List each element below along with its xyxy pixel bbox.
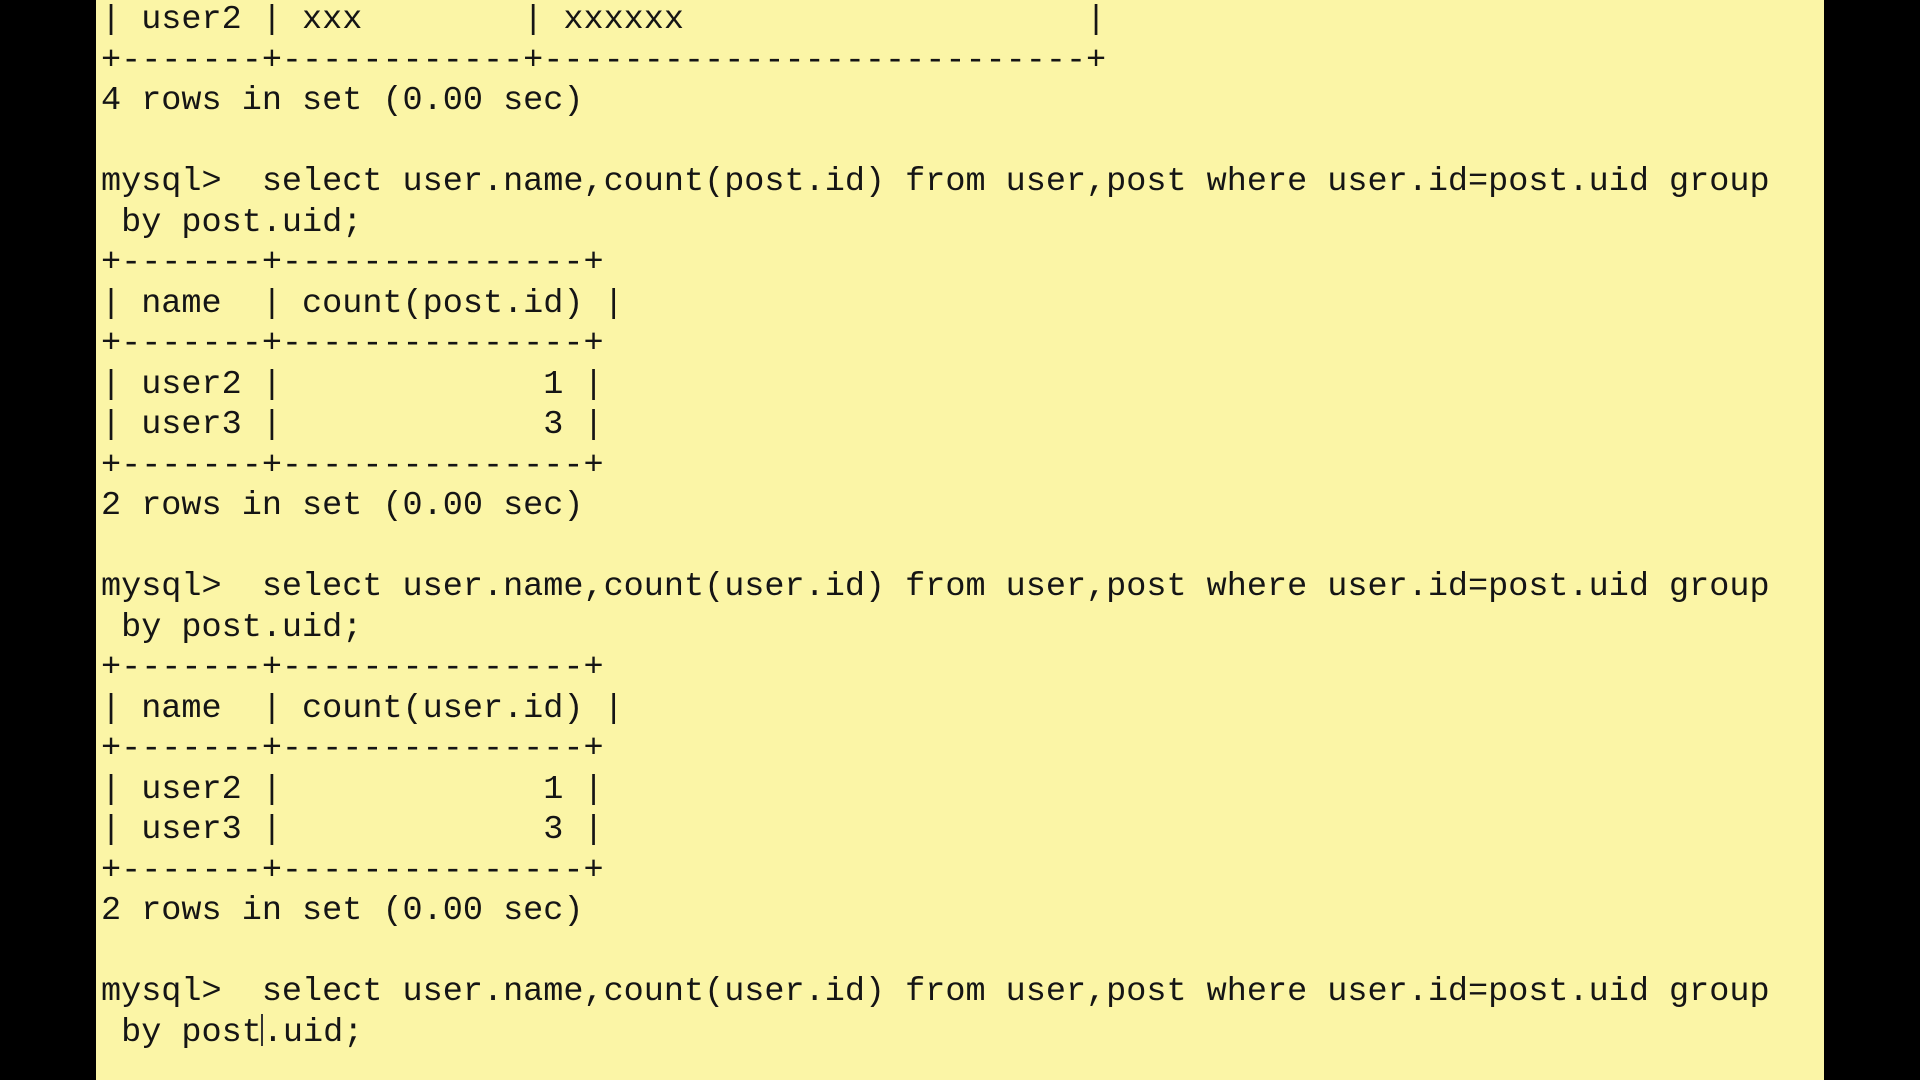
current-input-after-cursor: .uid; bbox=[262, 1013, 364, 1052]
terminal-line-14 bbox=[101, 527, 1801, 568]
text-cursor bbox=[260, 1013, 263, 1046]
terminal-line-11: | user3 | 3 | bbox=[101, 406, 604, 444]
terminal-line-25: mysql> select user.name,count(user.id) f… bbox=[101, 973, 1770, 1011]
terminal-line-17: +-------+---------------+ bbox=[101, 649, 604, 687]
terminal-line-1: | user2 | xxx | xxxxxx | bbox=[101, 1, 1107, 39]
terminal-line-23: 2 rows in set (0.00 sec) bbox=[101, 892, 584, 930]
terminal-line-5: mysql> select user.name,count(post.id) f… bbox=[101, 163, 1770, 201]
terminal-line-18: | name | count(user.id) | bbox=[101, 689, 624, 728]
terminal-line-8: | name | count(post.id) | bbox=[101, 284, 624, 323]
terminal-line-20: | user2 | 1 | bbox=[101, 770, 604, 809]
terminal-line-21: | user3 | 3 | bbox=[101, 811, 604, 849]
terminal-line-7: +-------+---------------+ bbox=[101, 244, 604, 282]
current-input-before-cursor: by post bbox=[101, 1013, 262, 1052]
terminal-line-2: +-------+------------+------------------… bbox=[101, 41, 1107, 80]
terminal-line-3: 4 rows in set (0.00 sec) bbox=[101, 82, 584, 120]
terminal-window[interactable]: | user2 | xxx | xxxxxx | +-------+------… bbox=[96, 0, 1824, 1080]
terminal-current-input-line[interactable]: by post.uid; bbox=[101, 1013, 1801, 1054]
terminal-line-13: 2 rows in set (0.00 sec) bbox=[101, 487, 584, 525]
terminal-line-6: by post.uid; bbox=[101, 203, 363, 242]
terminal-line-9: +-------+---------------+ bbox=[101, 325, 604, 363]
terminal-line-12: +-------+---------------+ bbox=[101, 446, 604, 485]
terminal-line-19: +-------+---------------+ bbox=[101, 730, 604, 768]
terminal-line-4 bbox=[101, 122, 1801, 163]
terminal-line-22: +-------+---------------+ bbox=[101, 851, 604, 890]
terminal-line-24 bbox=[101, 932, 1801, 973]
terminal-output[interactable]: | user2 | xxx | xxxxxx | +-------+------… bbox=[101, 0, 1801, 1080]
terminal-line-16: by post.uid; bbox=[101, 608, 363, 647]
terminal-line-10: | user2 | 1 | bbox=[101, 365, 604, 404]
terminal-line-15: mysql> select user.name,count(user.id) f… bbox=[101, 568, 1770, 606]
